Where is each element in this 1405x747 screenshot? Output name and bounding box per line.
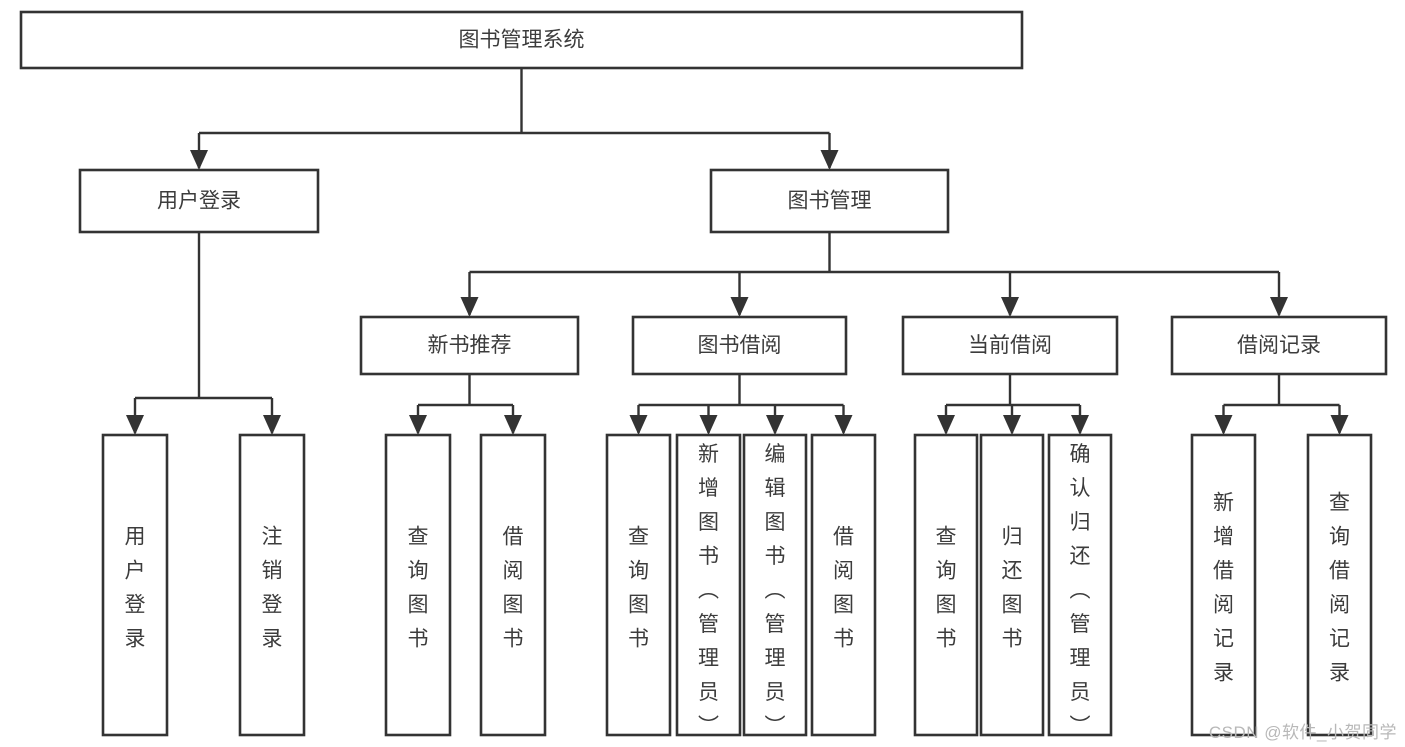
- node-leaf-add-borrow-record[interactable]: 新增借阅记录: [1190, 433, 1257, 737]
- arrow-head: [409, 415, 427, 435]
- node-box-leaf-add-book-admin: [675, 433, 742, 737]
- node-book-management[interactable]: 图书管理: [709, 168, 950, 234]
- node-box-leaf-borrow-book: [810, 433, 877, 737]
- arrow-head: [263, 415, 281, 435]
- node-box-leaf-user-login: [101, 433, 169, 737]
- node-label-leaf-logout-login: 注销登录: [262, 526, 283, 651]
- node-borrow-record[interactable]: 借阅记录: [1170, 315, 1388, 376]
- connector-group-borrow-record: [1214, 374, 1349, 435]
- node-label-leaf-query-book-borrow: 查询图书: [628, 526, 649, 651]
- arrow-head: [1330, 415, 1349, 435]
- arrow-head: [1214, 415, 1233, 435]
- connector-group-user-login: [126, 232, 281, 435]
- node-box-book-borrow: [631, 315, 848, 376]
- node-label-book-borrow: 图书借阅: [698, 334, 782, 357]
- node-box-leaf-query-book-current: [913, 433, 979, 737]
- connector-group-root: [190, 68, 839, 170]
- node-box-new-book-recommend: [359, 315, 580, 376]
- node-label-leaf-query-borrow-record: 查询借阅记录: [1329, 492, 1350, 685]
- connector-layer: [126, 68, 1349, 435]
- node-leaf-query-borrow-record[interactable]: 查询借阅记录: [1306, 433, 1373, 737]
- node-leaf-borrow-book-recommend[interactable]: 借阅图书: [479, 433, 547, 737]
- arrow-head: [1003, 415, 1021, 435]
- arrow-head: [460, 297, 479, 317]
- node-leaf-add-book-admin[interactable]: 新增图书︵管理员︶: [675, 433, 742, 738]
- node-label-leaf-user-login: 用户登录: [125, 526, 146, 651]
- node-box-leaf-return-book: [979, 433, 1045, 737]
- node-box-borrow-record: [1170, 315, 1388, 376]
- node-leaf-query-book-recommend[interactable]: 查询图书: [384, 433, 452, 737]
- node-label-user-login: 用户登录: [157, 190, 241, 213]
- node-leaf-confirm-return-admin[interactable]: 确认归还︵管理员︶: [1047, 433, 1113, 738]
- node-box-leaf-edit-book-admin: [742, 433, 808, 737]
- node-label-leaf-query-book-recommend: 查询图书: [408, 526, 429, 651]
- node-label-leaf-edit-book-admin: 编辑图书︵管理员︶: [765, 443, 786, 738]
- node-leaf-query-book-current[interactable]: 查询图书: [913, 433, 979, 737]
- arrow-head: [766, 415, 784, 435]
- node-box-user-login: [78, 168, 320, 234]
- node-box-leaf-query-book-recommend: [384, 433, 452, 737]
- node-user-login[interactable]: 用户登录: [78, 168, 320, 234]
- arrow-head: [834, 415, 853, 435]
- node-leaf-logout-login[interactable]: 注销登录: [238, 433, 306, 737]
- node-box-current-borrow: [901, 315, 1119, 376]
- node-label-leaf-borrow-book-recommend: 借阅图书: [503, 526, 524, 651]
- node-label-leaf-add-borrow-record: 新增借阅记录: [1213, 492, 1234, 685]
- arrow-head: [629, 415, 648, 435]
- arrow-head: [190, 150, 208, 170]
- node-box-leaf-logout-login: [238, 433, 306, 737]
- arrow-head: [504, 415, 522, 435]
- connector-group-new-book-recommend: [409, 374, 522, 435]
- node-label-leaf-return-book: 归还图书: [1002, 526, 1023, 651]
- node-label-current-borrow: 当前借阅: [968, 334, 1052, 357]
- node-leaf-user-login[interactable]: 用户登录: [101, 433, 169, 737]
- connector-group-book-management: [460, 232, 1288, 317]
- node-new-book-recommend[interactable]: 新书推荐: [359, 315, 580, 376]
- arrow-head: [699, 415, 718, 435]
- node-label-leaf-query-book-current: 查询图书: [936, 526, 957, 651]
- connector-group-book-borrow: [629, 374, 853, 435]
- node-box-leaf-query-book-borrow: [605, 433, 672, 737]
- node-box-book-management: [709, 168, 950, 234]
- node-label-leaf-add-book-admin: 新增图书︵管理员︶: [698, 443, 719, 738]
- node-label-borrow-record: 借阅记录: [1237, 334, 1321, 357]
- node-box-leaf-borrow-book-recommend: [479, 433, 547, 737]
- connector-group-current-borrow: [937, 374, 1089, 435]
- node-label-new-book-recommend: 新书推荐: [428, 334, 512, 357]
- node-label-root: 图书管理系统: [459, 29, 585, 52]
- node-root[interactable]: 图书管理系统: [19, 10, 1024, 70]
- node-leaf-return-book[interactable]: 归还图书: [979, 433, 1045, 737]
- arrow-head: [1001, 297, 1019, 317]
- node-label-book-management: 图书管理: [788, 190, 872, 213]
- arrow-head: [1270, 297, 1288, 317]
- arrow-head: [1071, 415, 1089, 435]
- arrow-head: [730, 297, 749, 317]
- arrow-head: [126, 415, 144, 435]
- node-label-leaf-confirm-return-admin: 确认归还︵管理员︶: [1070, 443, 1091, 738]
- node-layer: 图书管理系统用户登录图书管理新书推荐图书借阅当前借阅借阅记录用户登录注销登录查询…: [19, 10, 1388, 738]
- arrow-head: [820, 150, 839, 170]
- node-box-leaf-query-borrow-record: [1306, 433, 1373, 737]
- node-book-borrow[interactable]: 图书借阅: [631, 315, 848, 376]
- watermark-label: CSDN @软件_小贺同学: [1208, 723, 1397, 742]
- node-leaf-edit-book-admin[interactable]: 编辑图书︵管理员︶: [742, 433, 808, 738]
- node-label-leaf-borrow-book: 借阅图书: [833, 526, 854, 651]
- node-box-leaf-add-borrow-record: [1190, 433, 1257, 737]
- node-box-leaf-confirm-return-admin: [1047, 433, 1113, 737]
- node-box-root: [19, 10, 1024, 70]
- arrow-head: [937, 415, 955, 435]
- node-leaf-query-book-borrow[interactable]: 查询图书: [605, 433, 672, 737]
- node-leaf-borrow-book[interactable]: 借阅图书: [810, 433, 877, 737]
- node-current-borrow[interactable]: 当前借阅: [901, 315, 1119, 376]
